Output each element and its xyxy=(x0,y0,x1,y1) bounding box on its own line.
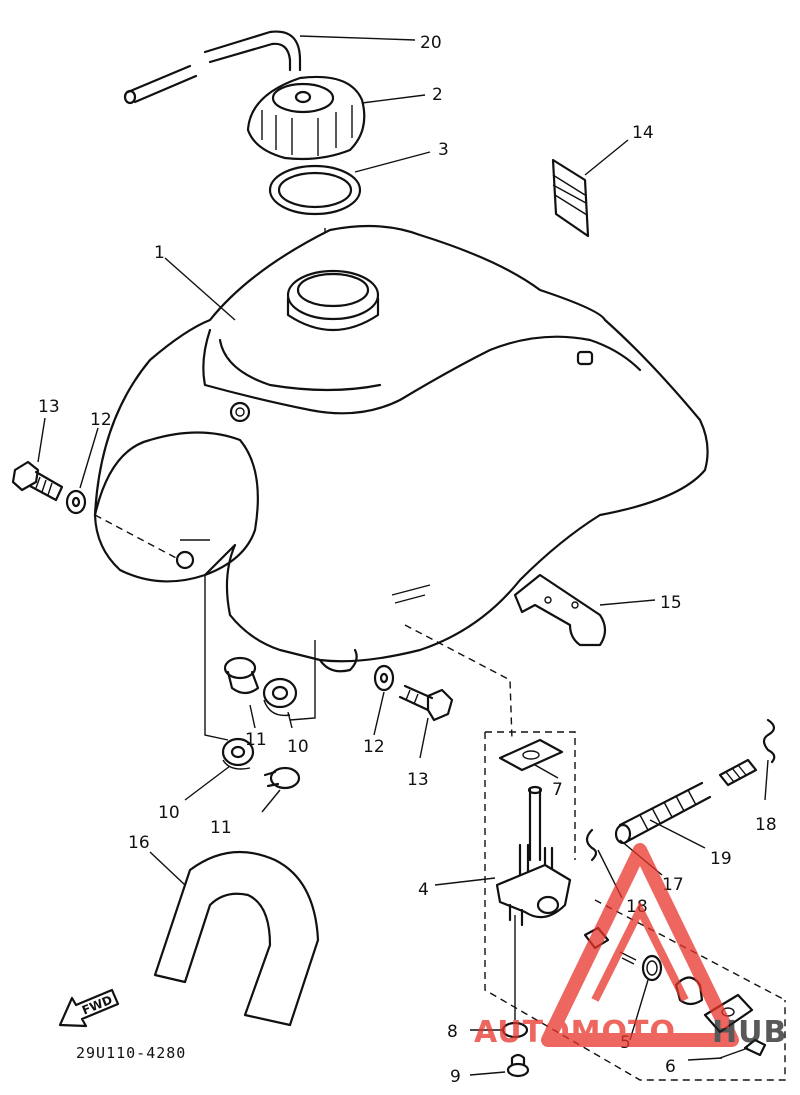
callout-7: 7 xyxy=(552,780,563,800)
clip-left-part xyxy=(585,828,598,862)
callout-19: 19 xyxy=(710,849,732,869)
callout-3: 3 xyxy=(438,140,449,160)
washer-right-part xyxy=(373,664,395,692)
callout-14: 14 xyxy=(632,123,654,143)
callout-12-right: 12 xyxy=(363,737,385,757)
watermark-logo: AUTOMOTO HUB xyxy=(474,843,787,1050)
callout-15: 15 xyxy=(660,593,682,613)
o-ring-part xyxy=(641,954,663,982)
callout-13-left: 13 xyxy=(38,397,60,417)
watermark-text-main: AUTOMOTO xyxy=(474,1015,676,1050)
callout-13-right: 13 xyxy=(407,770,429,790)
knob-part xyxy=(674,976,704,1006)
watermark-triangle-icon xyxy=(541,843,739,1047)
bolt-right-part xyxy=(398,684,454,722)
rod-part xyxy=(614,781,712,845)
watermark-inner-mark-icon xyxy=(591,901,689,1002)
callout-10-lower: 10 xyxy=(158,803,180,823)
fwd-arrow-icon: FWD xyxy=(58,988,120,1028)
fuel-tank-part xyxy=(93,224,709,673)
collar-upper-part xyxy=(223,656,260,695)
cock-gasket-part xyxy=(498,738,564,772)
callout-labels: 20 2 3 14 1 13 12 15 11 10 12 13 10 11 7… xyxy=(38,33,777,1087)
callout-2: 2 xyxy=(432,85,443,105)
fuel-cap-part xyxy=(246,75,366,161)
callout-8: 8 xyxy=(447,1022,458,1042)
callout-12-left: 12 xyxy=(90,410,112,430)
drain-washer-part xyxy=(501,1021,529,1039)
washer-left-part xyxy=(65,489,87,515)
breather-hose-part xyxy=(123,30,302,105)
callout-20: 20 xyxy=(420,33,442,53)
tank-band-part xyxy=(153,850,320,1027)
watermark-text-hub: HUB xyxy=(712,1015,787,1050)
part-code: 29U110-4280 xyxy=(76,1044,186,1062)
clip-part xyxy=(551,158,590,238)
fuel-cock-part xyxy=(495,785,572,927)
grommet-lower-part xyxy=(221,737,255,770)
bracket-part xyxy=(513,573,607,647)
guide-lines xyxy=(180,539,786,1081)
callout-11-upper: 11 xyxy=(245,730,267,750)
grommet-upper-part xyxy=(262,677,298,717)
clip-right-part xyxy=(762,718,776,764)
collar-lower-part xyxy=(263,766,301,790)
screw-part xyxy=(719,1038,767,1059)
bolt-left-part xyxy=(11,460,64,502)
callout-1: 1 xyxy=(154,243,165,263)
drain-bolt-part xyxy=(506,1053,530,1078)
callout-16: 16 xyxy=(128,833,150,853)
callout-9: 9 xyxy=(450,1067,461,1087)
callout-18-right: 18 xyxy=(755,815,777,835)
spring-part xyxy=(718,758,758,787)
callout-11-lower: 11 xyxy=(210,818,232,838)
callout-17: 17 xyxy=(662,875,684,895)
callout-10-upper: 10 xyxy=(287,737,309,757)
callout-6: 6 xyxy=(665,1057,676,1077)
cap-gasket-part xyxy=(268,164,362,216)
callout-4: 4 xyxy=(418,880,429,900)
